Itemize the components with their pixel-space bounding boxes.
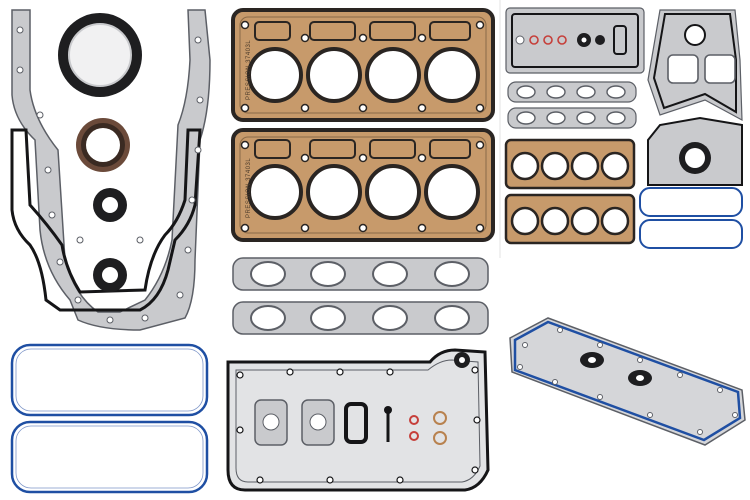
rear-main-seal: [58, 13, 142, 97]
valve-cover-grommet-1: [580, 352, 604, 368]
intake-plate-gasket: [505, 7, 645, 74]
exhaust-gaskets-small: [507, 81, 637, 129]
head-gasket-lower-stamp: PRESSION 37403L: [246, 158, 252, 218]
front-cover-gasket-right: [647, 9, 743, 186]
timing-cover-gasket-front: [10, 128, 202, 312]
oil-pan-gasket: [226, 348, 490, 492]
head-gaskets-small: [504, 138, 636, 245]
valve-cover-gasket-detail: [509, 317, 746, 446]
valve-cover-gaskets-small: [639, 187, 743, 249]
valve-cover-gasket-left-upper: [10, 343, 209, 417]
front-crank-seal: [76, 118, 130, 172]
head-gasket-upper: PRESSION 37403L: [231, 8, 495, 122]
exhaust-gasket-lower: [232, 301, 489, 335]
oil-pan-small-parts: [254, 352, 470, 446]
oil-pump-seal: [93, 258, 127, 292]
exhaust-gasket-upper: [232, 257, 489, 291]
valve-cover-gasket-left-lower: [10, 420, 209, 494]
head-gasket-lower: PRESSION 37403L: [231, 128, 495, 242]
valve-cover-grommet-2: [628, 370, 652, 386]
camshaft-seal: [93, 188, 127, 222]
head-gasket-upper-stamp: PRESSION 37403L: [246, 40, 252, 100]
